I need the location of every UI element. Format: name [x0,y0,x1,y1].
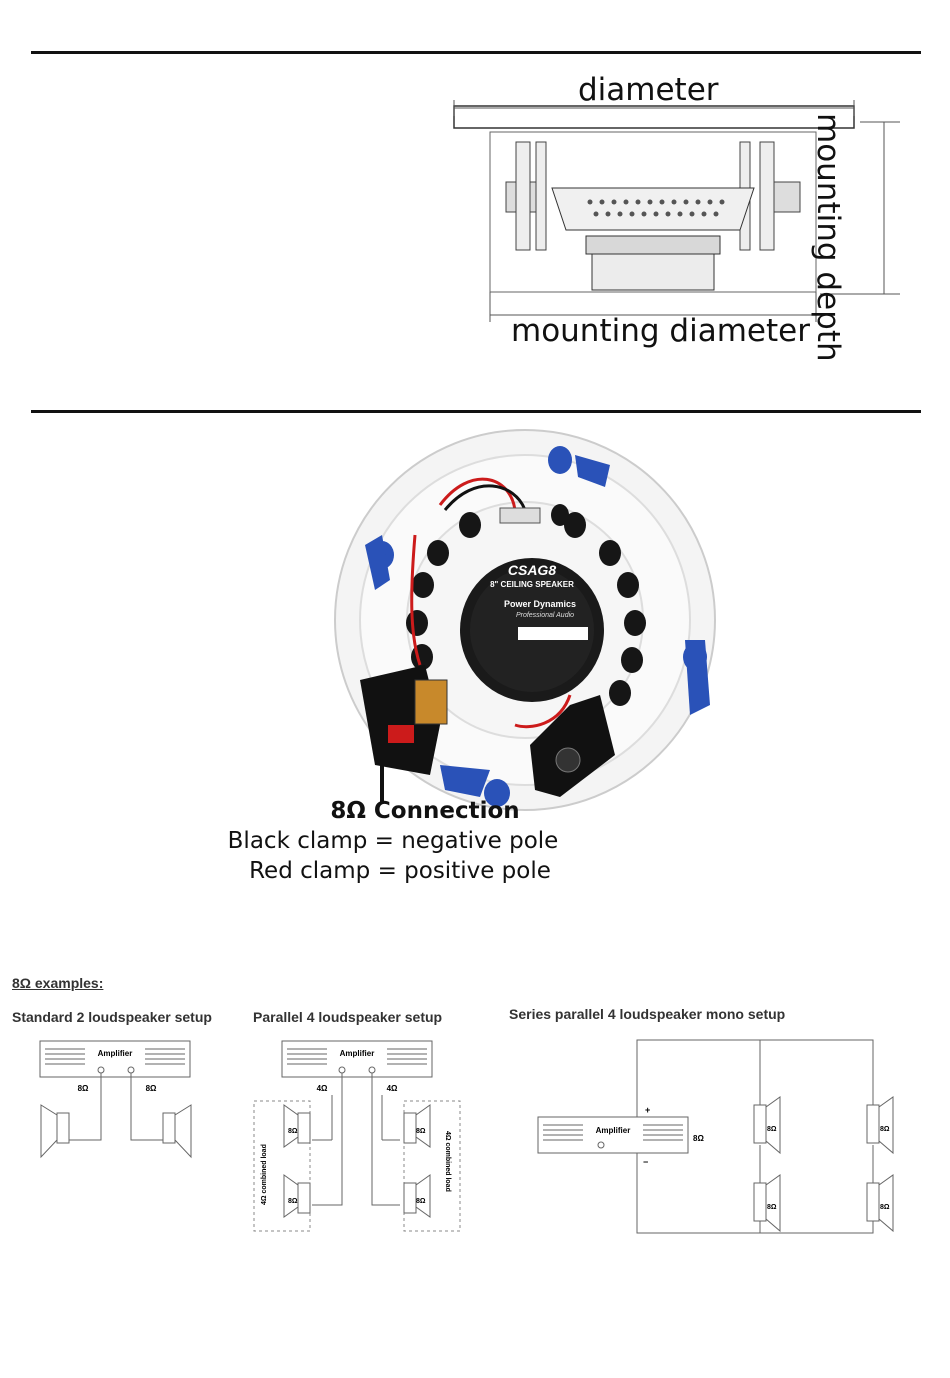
dimension-drawing [453,100,900,322]
diagram3-amp-label: Amplifier [596,1126,631,1135]
mounting-diameter-label: mounting diameter [511,313,810,349]
diagram1-title: Standard 2 loudspeaker setup [12,1009,212,1025]
diagram3-minus: − [643,1157,648,1167]
diagram1-standard-2-speaker: Amplifier 8Ω 8Ω [39,1040,192,1159]
diagram1-left-ohm: 8Ω [78,1084,89,1093]
mounting-depth-label: mounting depth [810,113,846,362]
diagram3-plus: + [645,1105,650,1115]
examples-heading: 8Ω examples: [12,975,104,991]
diagram2-title: Parallel 4 loudspeaker setup [253,1009,443,1025]
speaker-brand-sub-text: Professional Audio [516,612,574,619]
connection-line-red: Red clamp = positive pole [249,858,551,884]
diagram3-series-parallel-4-speaker: Amplifier + − 8Ω 8Ω 8Ω 8Ω 8Ω [537,1039,894,1234]
diagram3-load: 8Ω [693,1134,704,1143]
diagram2-parallel-4-speaker: Amplifier 4Ω 4Ω 4Ω combined load 4Ω comb… [253,1040,461,1232]
diagram2-spk2-ohm: 8Ω [288,1198,298,1205]
diagram3-title: Series parallel 4 loudspeaker mono setup [509,1006,786,1022]
speaker-model-text: CSAG8 [508,562,556,578]
diagram3-spk1-ohm: 8Ω [767,1126,777,1133]
speaker-back-photo: CSAG8 8" CEILING SPEAKER Power Dynamics … [334,429,716,811]
diagram2-amp-label: Amplifier [340,1049,375,1058]
diagram1-right-ohm: 8Ω [146,1084,157,1093]
diagram2-spk1-ohm: 8Ω [288,1128,298,1135]
diagram2-combined-left: 4Ω combined load [261,1144,268,1205]
diagram2-spk4-ohm: 8Ω [416,1198,426,1205]
top-divider [31,51,921,54]
middle-divider [31,410,921,413]
diagram3-spk2-ohm: 8Ω [767,1204,777,1211]
connection-line-black: Black clamp = negative pole [227,828,559,854]
diagram3-spk3-ohm: 8Ω [880,1126,890,1133]
speaker-subtitle-text: 8" CEILING SPEAKER [490,580,574,589]
diameter-label: diameter [578,72,719,108]
diagram2-spk3-ohm: 8Ω [416,1128,426,1135]
speaker-brand-text: Power Dynamics [504,599,576,609]
diagram2-left-load: 4Ω [317,1084,328,1093]
diagram3-spk4-ohm: 8Ω [880,1204,890,1211]
diagram2-combined-right: 4Ω combined load [444,1131,451,1192]
diagram1-amp-label: Amplifier [98,1049,133,1058]
diagram2-right-load: 4Ω [387,1084,398,1093]
connection-title: 8Ω Connection [330,798,520,824]
